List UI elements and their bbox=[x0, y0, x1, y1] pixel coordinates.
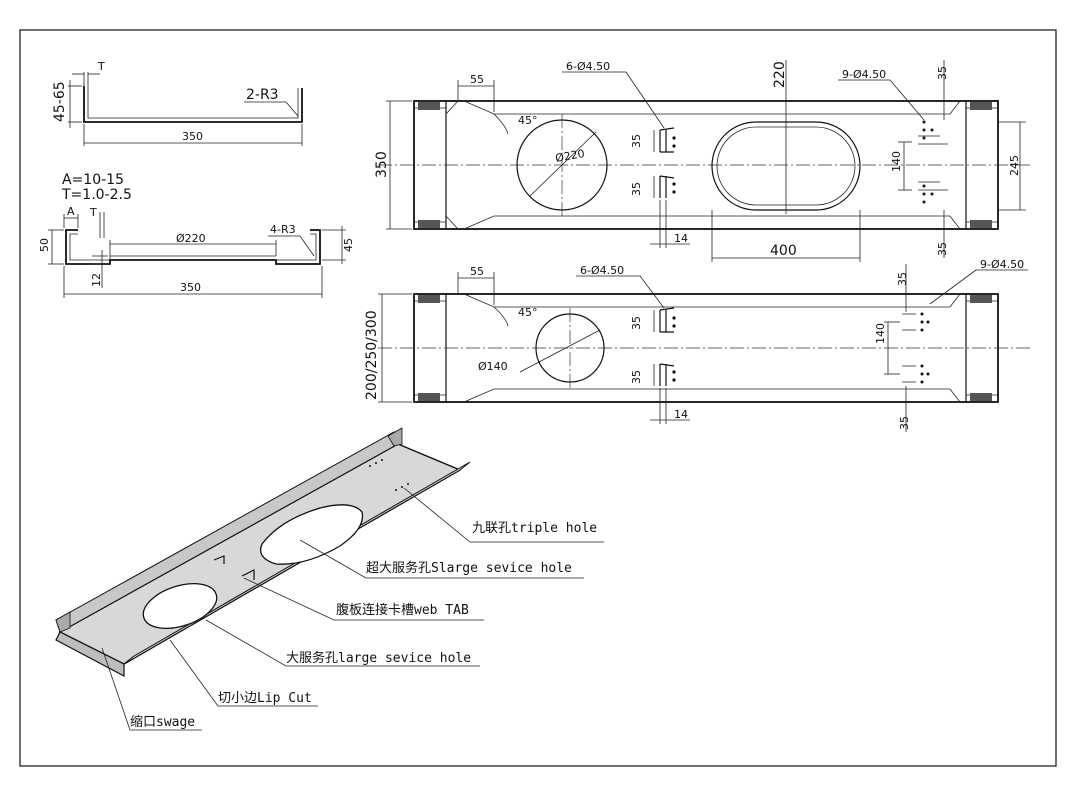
profile-top-t-label: T bbox=[97, 60, 105, 73]
profile-a-spec: A=10-15 bbox=[62, 172, 124, 188]
plan-large-oval-height: 220 bbox=[772, 61, 788, 88]
profile-bottom-height-right: 45 bbox=[342, 238, 355, 252]
callout-large-hole: 大服务孔large sevice hole bbox=[286, 650, 471, 666]
isometric-view bbox=[55, 427, 471, 677]
plan-large-circle-label: Ø220 bbox=[554, 147, 585, 165]
plan-large-tab-35-a: 35 bbox=[630, 134, 643, 148]
plan-small-top-35: 35 bbox=[896, 272, 909, 286]
callout-swage: 缩口swage bbox=[130, 714, 195, 730]
profile-top-radius-label: 2-R3 bbox=[246, 87, 279, 103]
plan-small-tab-35-b: 35 bbox=[630, 370, 643, 384]
plan-large-bottom-35: 35 bbox=[936, 242, 949, 256]
plan-small-bottom-35: 35 bbox=[898, 416, 911, 430]
plan-small-circle-label: Ø140 bbox=[478, 360, 508, 373]
profile-top-width-label: 350 bbox=[182, 130, 203, 143]
drawing-frame bbox=[19, 29, 1057, 767]
plan-large-top-35: 35 bbox=[936, 66, 949, 80]
profile-bottom-radius-label: 4-R3 bbox=[270, 223, 296, 236]
callout-web-tab: 腹板连接卡槽web TAB bbox=[336, 602, 469, 618]
plan-large-triple-label: 9-Ø4.50 bbox=[842, 68, 886, 81]
callout-slarge-hole: 超大服务孔Slarge sevice hole bbox=[366, 560, 572, 576]
plan-large-span-245: 245 bbox=[1008, 155, 1021, 176]
profile-bottom-hole-label: Ø220 bbox=[176, 232, 206, 245]
profile-bottom-12-label: 12 bbox=[90, 273, 103, 287]
plan-large-angle-label: 45° bbox=[518, 114, 538, 127]
profile-bottom-a-label: A bbox=[67, 205, 75, 218]
profile-top-view: T 45-65 2-R3 350 bbox=[52, 60, 303, 146]
plan-large-lip-label: 55 bbox=[470, 73, 484, 86]
profile-bottom-height-left: 50 bbox=[38, 238, 51, 252]
plan-small-span-140: 140 bbox=[874, 323, 887, 344]
profile-bottom-view: A=10-15 T=1.0-2.5 A T 50 45 Ø220 4-R3 bbox=[38, 172, 355, 298]
plan-large-span-140: 140 bbox=[890, 151, 903, 172]
plan-large-tab-35-b: 35 bbox=[630, 182, 643, 196]
plan-small-lip-label: 55 bbox=[470, 265, 484, 278]
plan-small-holes-label: 6-Ø4.50 bbox=[580, 264, 624, 277]
plan-small-tab-width: 14 bbox=[674, 408, 688, 421]
plan-small-triple-label: 9-Ø4.50 bbox=[980, 258, 1024, 271]
plan-large-width-label: 350 bbox=[374, 151, 390, 178]
plan-view-small: Ø140 35 35 14 6-Ø4.50 55 45° 200/250/300 bbox=[364, 258, 1030, 432]
callout-triple-hole: 九联孔triple hole bbox=[472, 521, 597, 536]
callouts: 九联孔triple hole 超大服务孔Slarge sevice hole 腹… bbox=[101, 487, 604, 731]
plan-small-width-label: 200/250/300 bbox=[364, 310, 380, 400]
profile-bottom-width-label: 350 bbox=[180, 281, 201, 294]
plan-small-angle-label: 45° bbox=[518, 306, 538, 319]
profile-bottom-t-label: T bbox=[89, 206, 97, 219]
plan-large-oval-length: 400 bbox=[770, 243, 797, 259]
plan-large-holes-label: 6-Ø4.50 bbox=[566, 60, 610, 73]
profile-t-spec: T=1.0-2.5 bbox=[61, 187, 132, 203]
profile-top-height-label: 45-65 bbox=[52, 81, 68, 122]
callout-lip-cut: 切小边Lip Cut bbox=[218, 691, 312, 706]
plan-large-tab-width: 14 bbox=[674, 232, 688, 245]
plan-small-tab-35-a: 35 bbox=[630, 316, 643, 330]
plan-view-large: Ø220 220 400 35 35 14 6-Ø4.50 55 45° bbox=[374, 60, 1030, 262]
